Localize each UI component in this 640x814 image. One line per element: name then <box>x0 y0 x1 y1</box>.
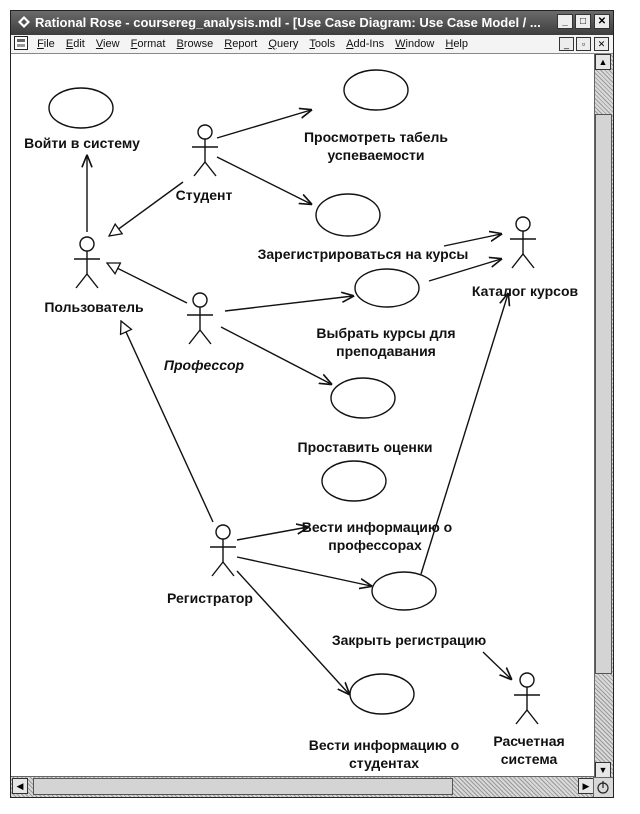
scroll-right-button[interactable]: ▶ <box>578 778 594 794</box>
usecase-register-label: Зарегистрироваться на курсы <box>258 246 469 262</box>
actor-user-label: Пользователь <box>44 299 144 315</box>
use-case-diagram[interactable]: Войти в систему Просмотреть табель успев… <box>11 54 595 778</box>
app-window: Rational Rose - coursereg_analysis.mdl -… <box>10 10 614 798</box>
actor-professor-label: Профессор <box>164 357 245 373</box>
size-grip[interactable] <box>593 777 613 797</box>
menu-help[interactable]: Help <box>445 38 468 50</box>
close-button[interactable]: ✕ <box>594 14 610 29</box>
usecase-maintstud-label-1: Вести информацию о <box>309 737 459 753</box>
maximize-button[interactable]: □ <box>575 14 591 29</box>
assoc-reg-maintstud <box>236 570 349 694</box>
usecase-setgrades-label: Проставить оценки <box>298 439 433 455</box>
gen-prof-user <box>107 263 188 304</box>
usecase-close-ellipse[interactable] <box>371 571 437 611</box>
assoc-register-catalog <box>443 234 501 247</box>
menu-window[interactable]: Window <box>395 38 435 50</box>
usecase-grades-label-2: успеваемости <box>327 147 424 163</box>
minimize-icon: _ <box>562 16 568 27</box>
usecase-close-label: Закрыть регистрацию <box>332 632 486 648</box>
actor-catalog-label: Каталог курсов <box>472 283 579 299</box>
rose-icon <box>18 16 30 28</box>
assoc-student-register <box>216 156 311 204</box>
window-title: Rational Rose - coursereg_analysis.mdl -… <box>35 15 541 30</box>
menu-format[interactable]: Format <box>130 38 166 50</box>
usecase-select-ellipse[interactable] <box>354 268 420 308</box>
hand-icon <box>597 781 609 794</box>
assoc-prof-grades <box>220 326 331 384</box>
usecase-select-label-2: преподавания <box>336 343 436 359</box>
actor-billing[interactable] <box>514 672 540 725</box>
usecase-maintprof-label-1: Вести информацию о <box>302 519 452 535</box>
menu-bar: File Edit View Format Browse Report Quer… <box>11 35 613 54</box>
assoc-reg-maintprof <box>236 527 308 541</box>
doc-minimize-button[interactable]: _ <box>559 37 574 51</box>
actor-student-label: Студент <box>176 187 233 203</box>
assoc-close-billing <box>482 651 511 679</box>
actor-registrar[interactable] <box>210 524 236 577</box>
horizontal-scrollbar[interactable]: ◀ ▶ <box>11 776 595 797</box>
actor-student[interactable] <box>192 124 218 177</box>
vertical-scroll-thumb[interactable] <box>595 114 612 674</box>
scroll-up-button[interactable]: ▲ <box>595 54 611 70</box>
usecase-maintstud-label-2: студентах <box>349 755 419 771</box>
menu-tools[interactable]: Tools <box>309 38 336 50</box>
usecase-setgrades-ellipse[interactable] <box>330 377 396 419</box>
assoc-student-grades <box>216 110 311 139</box>
usecase-grades-ellipse[interactable] <box>343 69 409 111</box>
menu-browse[interactable]: Browse <box>176 38 214 50</box>
gen-reg-user <box>121 321 214 523</box>
actor-billing-label-1: Расчетная <box>493 733 564 749</box>
usecase-maintstud-ellipse[interactable] <box>349 673 415 715</box>
usecase-login-ellipse[interactable] <box>48 87 114 129</box>
minimize-button[interactable]: _ <box>557 14 573 29</box>
maximize-icon: □ <box>579 16 587 27</box>
usecase-select-label-1: Выбрать курсы для <box>316 325 455 341</box>
menu-report[interactable]: Report <box>224 38 258 50</box>
menu-query[interactable]: Query <box>268 38 299 50</box>
menu-view[interactable]: View <box>95 38 120 50</box>
actor-registrar-label: Регистратор <box>167 590 253 606</box>
menu-addins[interactable]: Add-Ins <box>346 38 385 50</box>
menu-edit[interactable]: Edit <box>65 38 85 50</box>
title-bar[interactable]: Rational Rose - coursereg_analysis.mdl -… <box>11 11 613 35</box>
usecase-register-ellipse[interactable] <box>315 193 381 237</box>
usecase-grades-label-1: Просмотреть табель <box>304 129 448 145</box>
menu-file[interactable]: File <box>37 38 55 50</box>
vertical-scrollbar[interactable]: ▲ ▼ <box>594 54 613 778</box>
doc-restore-button[interactable]: ▫ <box>576 37 591 51</box>
actor-user[interactable] <box>74 236 100 289</box>
assoc-prof-select <box>224 296 353 312</box>
usecase-login-label: Войти в систему <box>24 135 140 151</box>
actor-billing-label-2: система <box>501 751 558 767</box>
assoc-close-catalog <box>420 294 508 575</box>
actor-professor[interactable] <box>187 292 213 345</box>
assoc-reg-close <box>236 556 371 586</box>
usecase-maintprof-ellipse[interactable] <box>321 460 387 502</box>
diagram-icon[interactable] <box>14 36 28 50</box>
gen-student-user <box>109 181 184 236</box>
assoc-select-catalog <box>428 259 501 282</box>
usecase-maintprof-label-2: профессорах <box>328 537 422 553</box>
doc-close-button[interactable]: ✕ <box>594 37 609 51</box>
scroll-left-button[interactable]: ◀ <box>12 778 28 794</box>
horizontal-scroll-thumb[interactable] <box>33 778 453 795</box>
actor-catalog[interactable] <box>510 216 536 269</box>
scroll-down-button[interactable]: ▼ <box>595 762 611 778</box>
close-icon: ✕ <box>597 16 607 27</box>
